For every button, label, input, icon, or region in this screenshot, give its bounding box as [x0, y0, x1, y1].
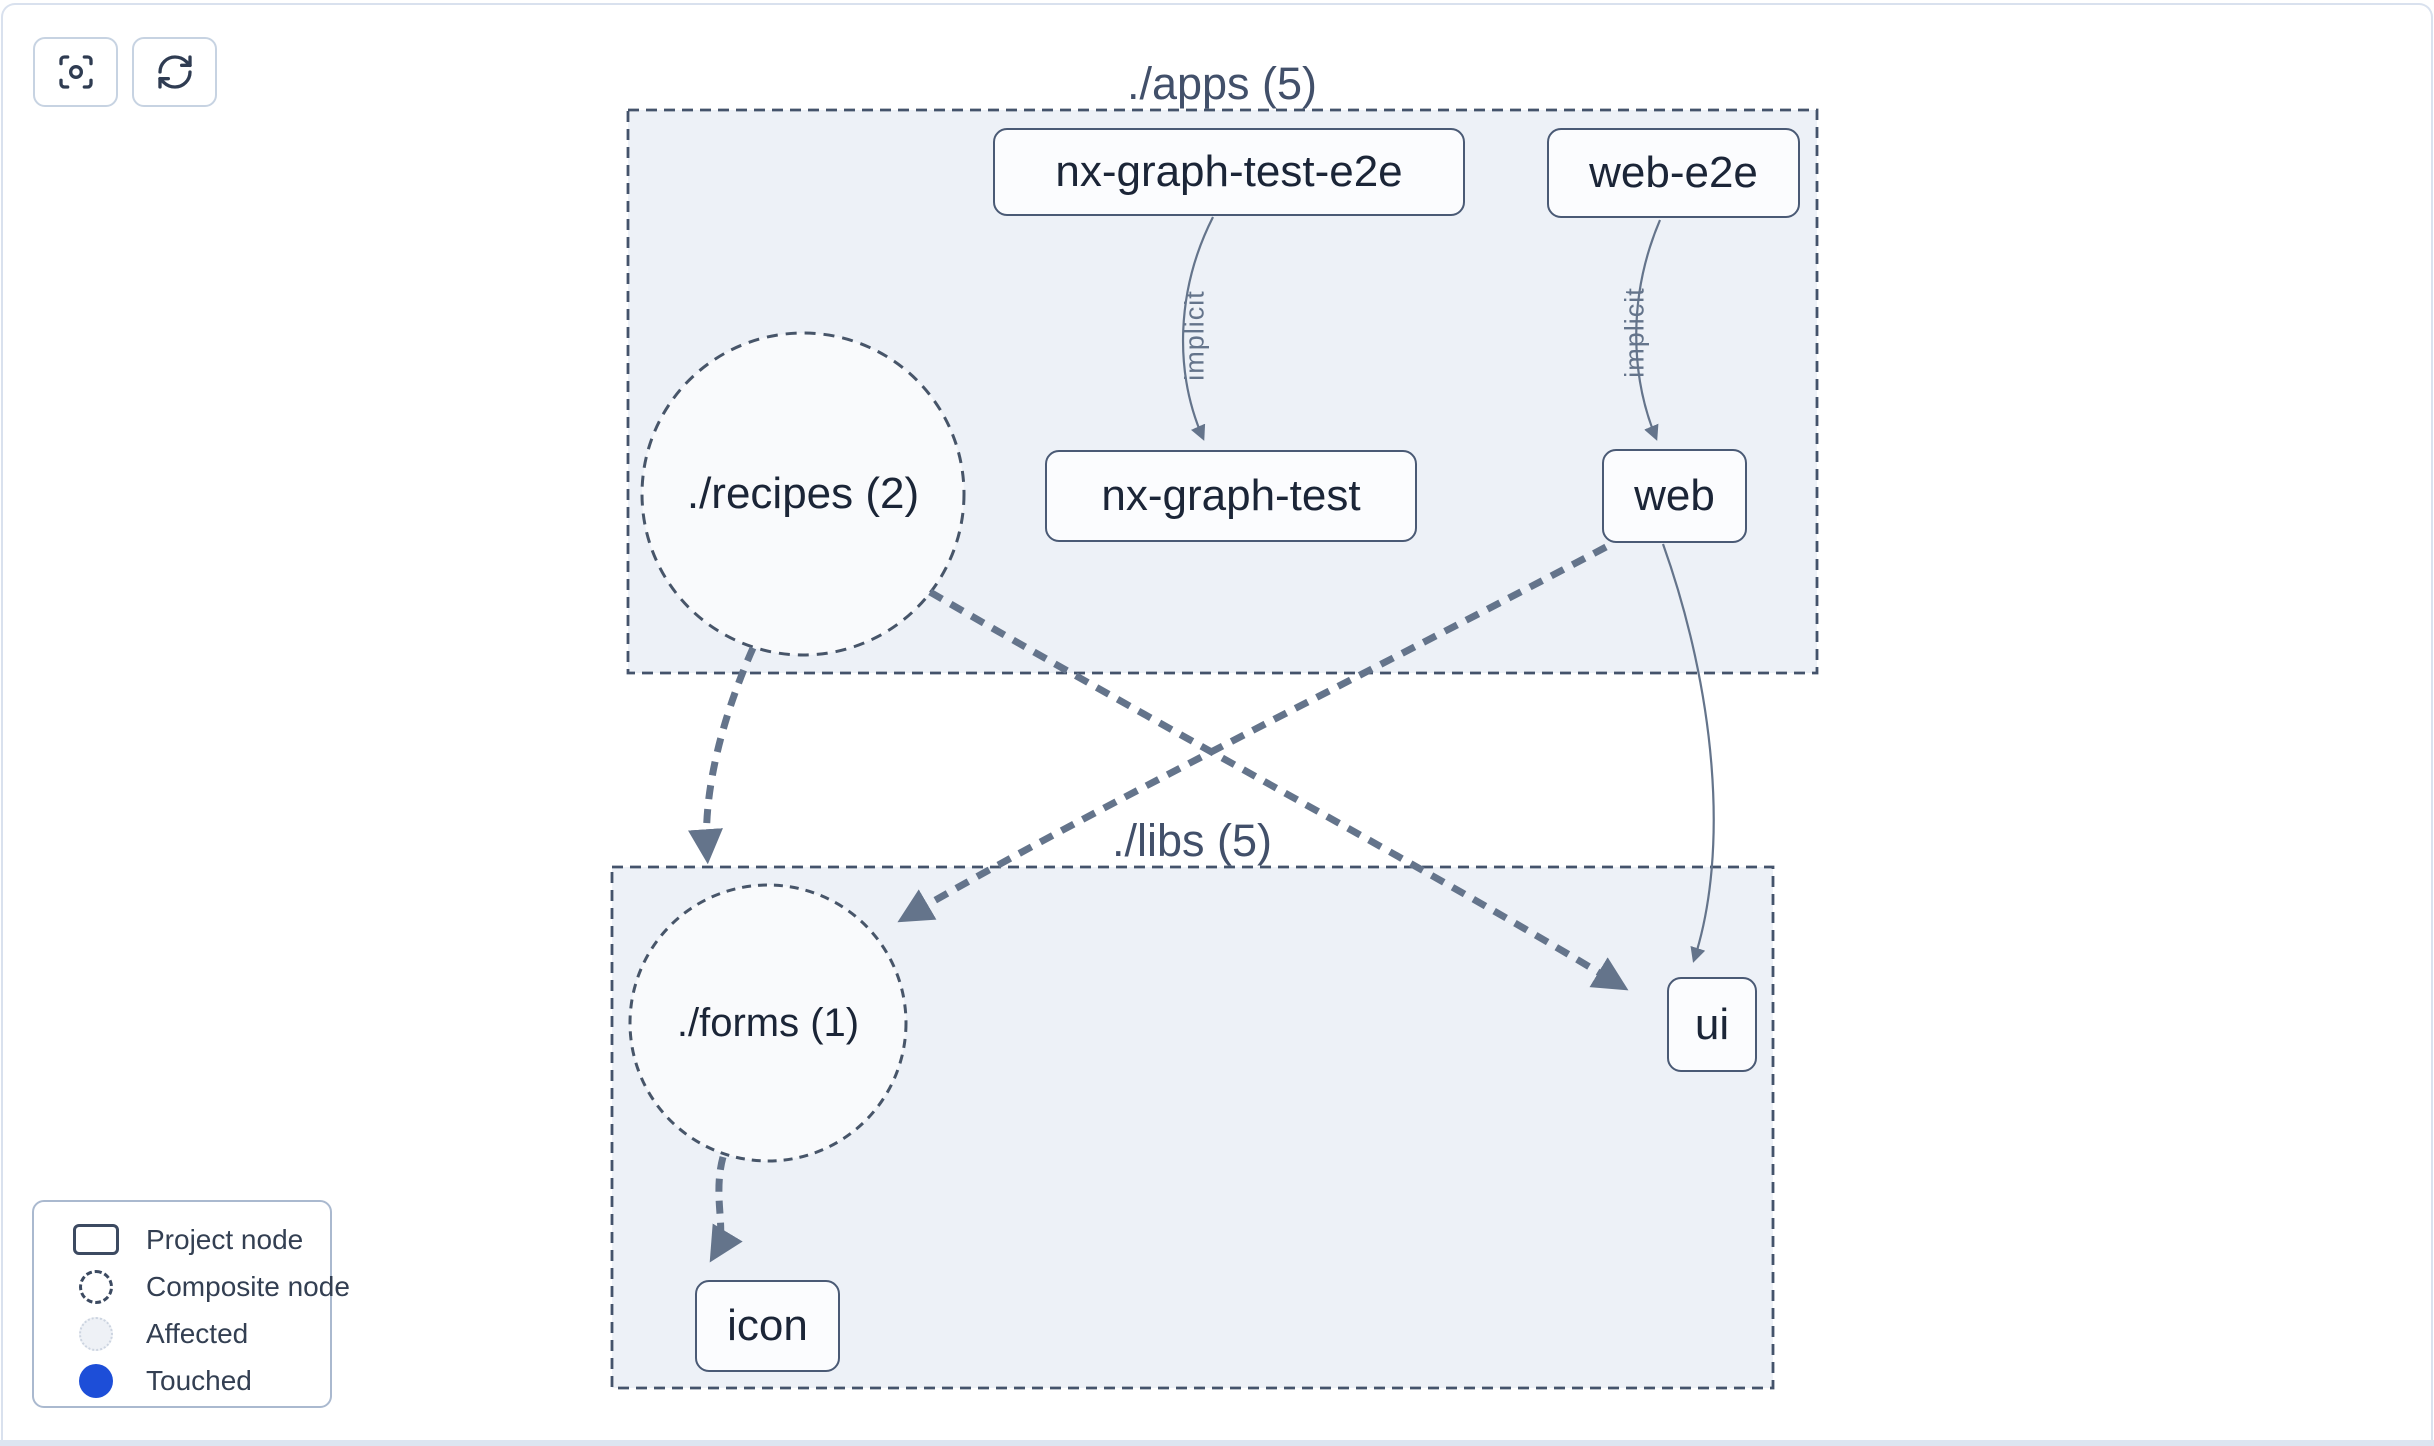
edge-web-to-ui [1661, 543, 1715, 963]
legend-label: Affected [146, 1317, 249, 1349]
edge-forms-to-icon [709, 1156, 743, 1263]
touched-swatch-icon [79, 1363, 113, 1398]
legend-item-composite-node: Composite node [34, 1263, 350, 1310]
node-ui[interactable]: ui [1667, 977, 1757, 1072]
legend-label: Touched [146, 1364, 252, 1396]
composite-node-recipes[interactable] [640, 331, 966, 657]
node-label: nx-graph-test [1101, 471, 1361, 520]
node-label: nx-graph-test-e2e [1055, 147, 1403, 196]
legend-label: Composite node [146, 1270, 350, 1302]
composite-node-swatch-icon [79, 1269, 113, 1304]
legend-label: Project node [146, 1223, 304, 1255]
node-label: web-e2e [1589, 148, 1758, 197]
node-label: web [1634, 471, 1715, 520]
node-label: icon [727, 1301, 808, 1350]
node-icon[interactable]: icon [695, 1280, 840, 1372]
node-nx-graph-test[interactable]: nx-graph-test [1045, 450, 1417, 542]
legend-item-project-node: Project node [34, 1216, 330, 1263]
edge-web-e2e-to-web [1635, 219, 1662, 441]
group-libs-label: ./libs (5) [1111, 815, 1273, 866]
node-web-e2e[interactable]: web-e2e [1547, 128, 1800, 218]
edge-web-to-forms [897, 543, 1608, 923]
legend: Project node Composite node Affected Tou… [32, 1200, 350, 1408]
bottom-panel-edge [0, 1440, 2434, 1446]
group-apps-label: ./apps (5) [1126, 58, 1318, 109]
edge-label-implicit-2: implicit [1619, 287, 1650, 378]
node-web[interactable]: web [1602, 449, 1747, 543]
edge-label-implicit-1: implicit [1179, 290, 1210, 381]
legend-item-affected: Affected [34, 1310, 330, 1357]
edge-nx-graph-test-e2e-to-nx-graph-test [1181, 216, 1214, 441]
refresh-icon [155, 52, 195, 92]
refresh-graph-button[interactable] [132, 37, 217, 107]
affected-swatch-icon [79, 1316, 113, 1351]
node-label: ui [1694, 999, 1730, 1049]
composite-node-forms[interactable] [628, 883, 908, 1163]
legend-item-touched: Touched [34, 1357, 330, 1404]
project-node-swatch-icon [73, 1224, 119, 1255]
edge-recipes-to-forms [688, 646, 757, 865]
node-nx-graph-test-e2e[interactable]: nx-graph-test-e2e [993, 128, 1465, 216]
edge-recipes-to-ui [928, 588, 1629, 991]
center-graph-button[interactable] [33, 37, 118, 107]
focus-icon [56, 52, 96, 92]
